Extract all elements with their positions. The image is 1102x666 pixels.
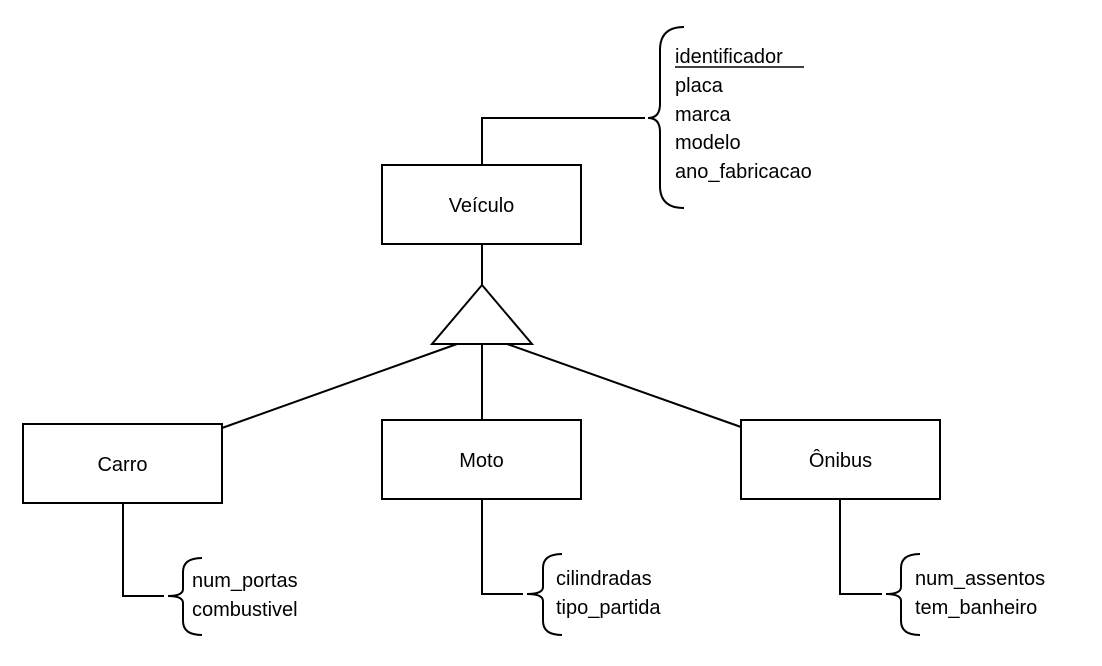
carro-attribute-connector — [122, 503, 164, 597]
attribute: modelo — [675, 132, 741, 154]
veiculo-attribute-connector — [481, 117, 645, 165]
veiculo-attribute-brace — [647, 26, 685, 209]
specialization-triangle — [429, 283, 535, 345]
attribute: num_portas — [192, 570, 298, 592]
onibus-attribute-brace — [885, 553, 921, 636]
entity-label: Veículo — [449, 195, 515, 217]
attribute: placa — [675, 75, 724, 97]
attribute: num_assentos — [915, 568, 1045, 590]
attribute: cilindradas — [556, 568, 652, 590]
entity-onibus[interactable]: Ônibus — [740, 419, 941, 500]
attribute: marca — [675, 104, 731, 126]
moto-attribute-brace — [526, 553, 563, 636]
attribute: ano_fabricacao — [675, 161, 812, 183]
entity-label: Ônibus — [809, 449, 872, 472]
onibus-attributes: num_assentos tem_banheiro — [915, 568, 1045, 619]
entity-label: Carro — [97, 454, 147, 476]
entity-box — [740, 419, 941, 500]
veiculo-attributes: identificador placa marca modelo ano_fab… — [675, 46, 812, 183]
attribute: combustivel — [192, 599, 298, 621]
moto-attribute-connector — [481, 499, 523, 595]
entity-carro[interactable]: Carro — [22, 423, 223, 504]
attribute: tipo_partida — [556, 597, 661, 619]
attribute: tem_banheiro — [915, 597, 1037, 619]
specialization-line-onibus — [506, 343, 742, 428]
onibus-attribute-connector — [839, 499, 882, 595]
carro-attribute-brace — [167, 557, 203, 636]
entity-box — [381, 419, 582, 500]
entity-veiculo[interactable]: Veículo — [381, 164, 582, 245]
entity-label: Moto — [459, 450, 503, 472]
specialization-line-carro — [221, 343, 458, 429]
moto-attributes: cilindradas tipo_partida — [556, 568, 661, 619]
entity-moto[interactable]: Moto — [381, 419, 582, 500]
attribute-key: identificador — [675, 46, 783, 68]
carro-attributes: num_portas combustivel — [192, 570, 298, 621]
